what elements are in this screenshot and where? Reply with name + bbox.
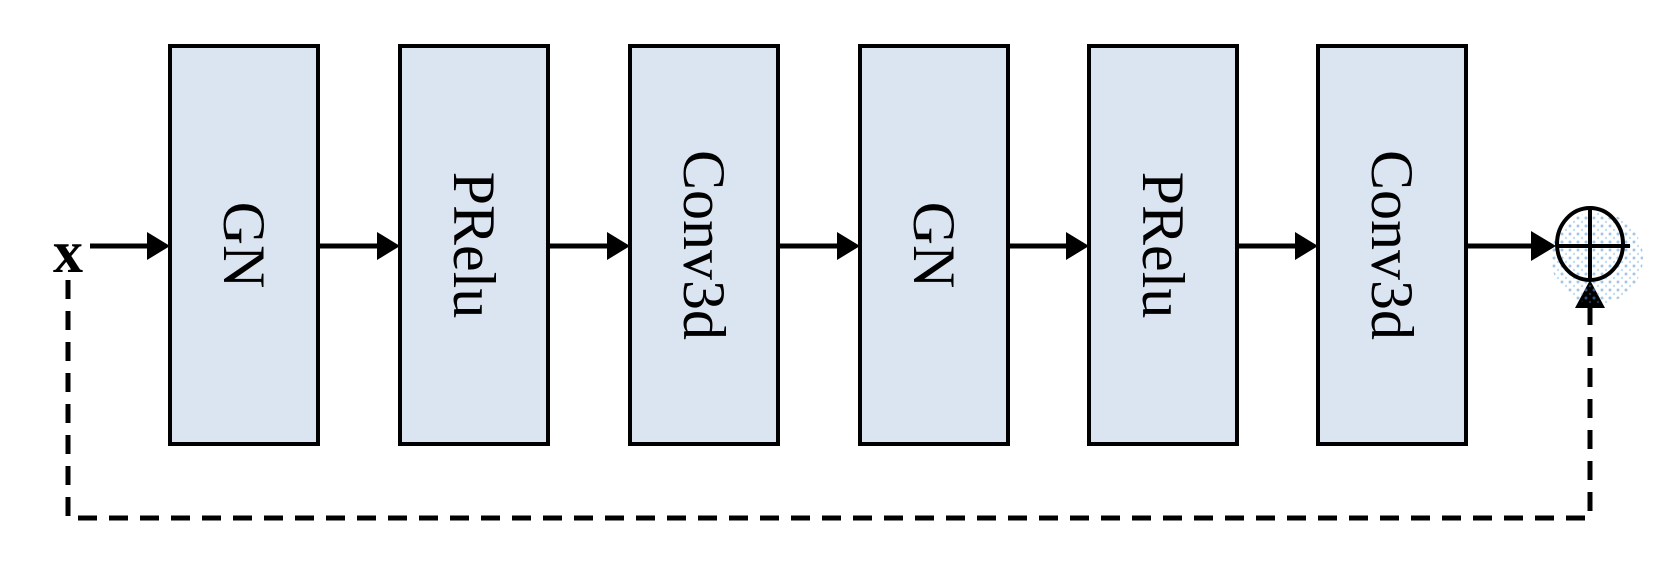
block-conv3d-2: Conv3d — [1316, 44, 1468, 446]
flow-arrowhead-icon — [1295, 232, 1318, 260]
block-rect — [1087, 44, 1239, 446]
input-label: x — [53, 219, 83, 285]
flow-arrowhead-icon — [1066, 232, 1089, 260]
block-label: PRelu — [441, 172, 507, 319]
block-label: GN — [211, 202, 277, 289]
block-rect — [1316, 44, 1468, 446]
block-label: GN — [901, 202, 967, 289]
block-rect — [628, 44, 780, 446]
sum-halo — [1551, 212, 1643, 304]
block-label: Conv3d — [671, 150, 737, 340]
block-rect — [168, 44, 320, 446]
flow-arrowhead-icon — [607, 232, 630, 260]
flow-arrows — [90, 231, 1556, 261]
block-prelu-1: PRelu — [398, 44, 550, 446]
block-gn-2: GN — [858, 44, 1010, 446]
flow-arrowhead-icon — [377, 232, 400, 260]
block-rect — [398, 44, 550, 446]
block-label: PRelu — [1130, 172, 1196, 319]
flow-arrowhead-icon — [1531, 231, 1556, 261]
flow-arrowhead-icon — [837, 232, 860, 260]
flow-arrowhead-icon — [147, 232, 170, 260]
block-conv3d-1: Conv3d — [628, 44, 780, 446]
skip-connection-line — [65, 280, 1593, 521]
block-prelu-2: PRelu — [1087, 44, 1239, 446]
block-gn-1: GN — [168, 44, 320, 446]
sum-node — [1551, 206, 1643, 304]
block-rect — [858, 44, 1010, 446]
block-label: Conv3d — [1359, 150, 1425, 340]
